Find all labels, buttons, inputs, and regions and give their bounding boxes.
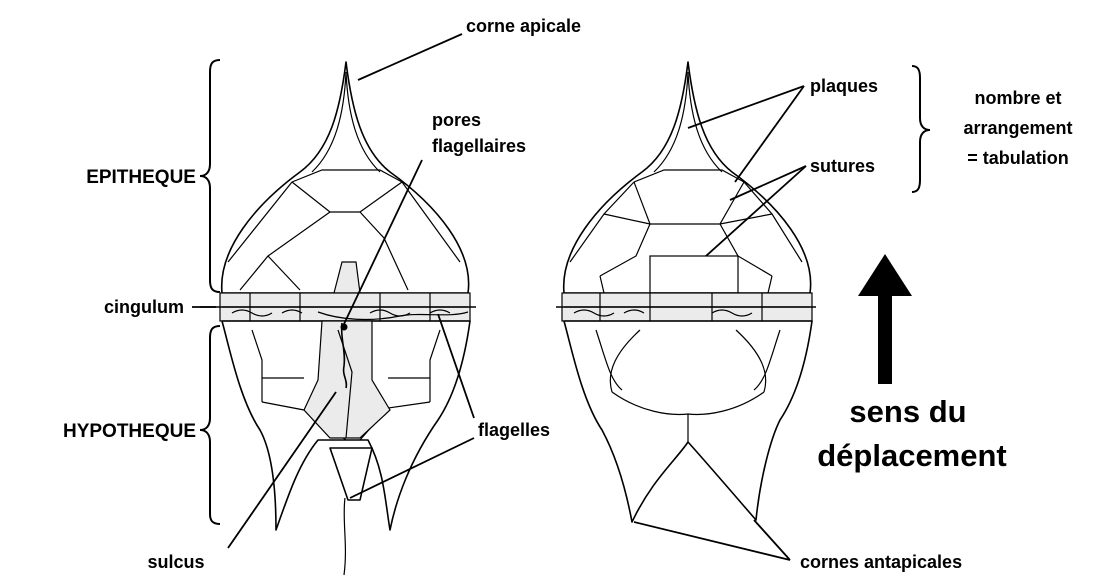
label-plaques: plaques [810,76,878,96]
direction-arrow [858,254,912,384]
label-tabulation: = tabulation [967,148,1069,168]
tabulation-brace [912,66,930,192]
right-cell [556,62,816,522]
label-flagellaires: flagellaires [432,136,526,156]
label-sulcus: sulcus [147,552,204,572]
label-sens-du: sens du [849,394,966,429]
label-arrangement: arrangement [963,118,1072,138]
label-cornes-antapicales: cornes antapicales [800,552,962,572]
label-deplacement: déplacement [817,438,1007,473]
left-epitheque-outline [222,62,469,293]
epitheque-brace [200,60,220,292]
label-epitheque: EPITHEQUE [86,167,196,188]
label-flagelles: flagelles [478,420,550,440]
label-hypotheque: HYPOTHEQUE [63,421,196,442]
label-nombre-et: nombre et [974,88,1061,108]
label-corne-apicale: corne apicale [466,16,581,36]
label-cingulum: cingulum [104,297,184,317]
left-apical-groove [334,262,360,293]
label-sutures: sutures [810,156,875,176]
label-pores: pores [432,110,481,130]
right-central-plate [650,256,738,293]
hypotheque-brace [200,326,220,524]
